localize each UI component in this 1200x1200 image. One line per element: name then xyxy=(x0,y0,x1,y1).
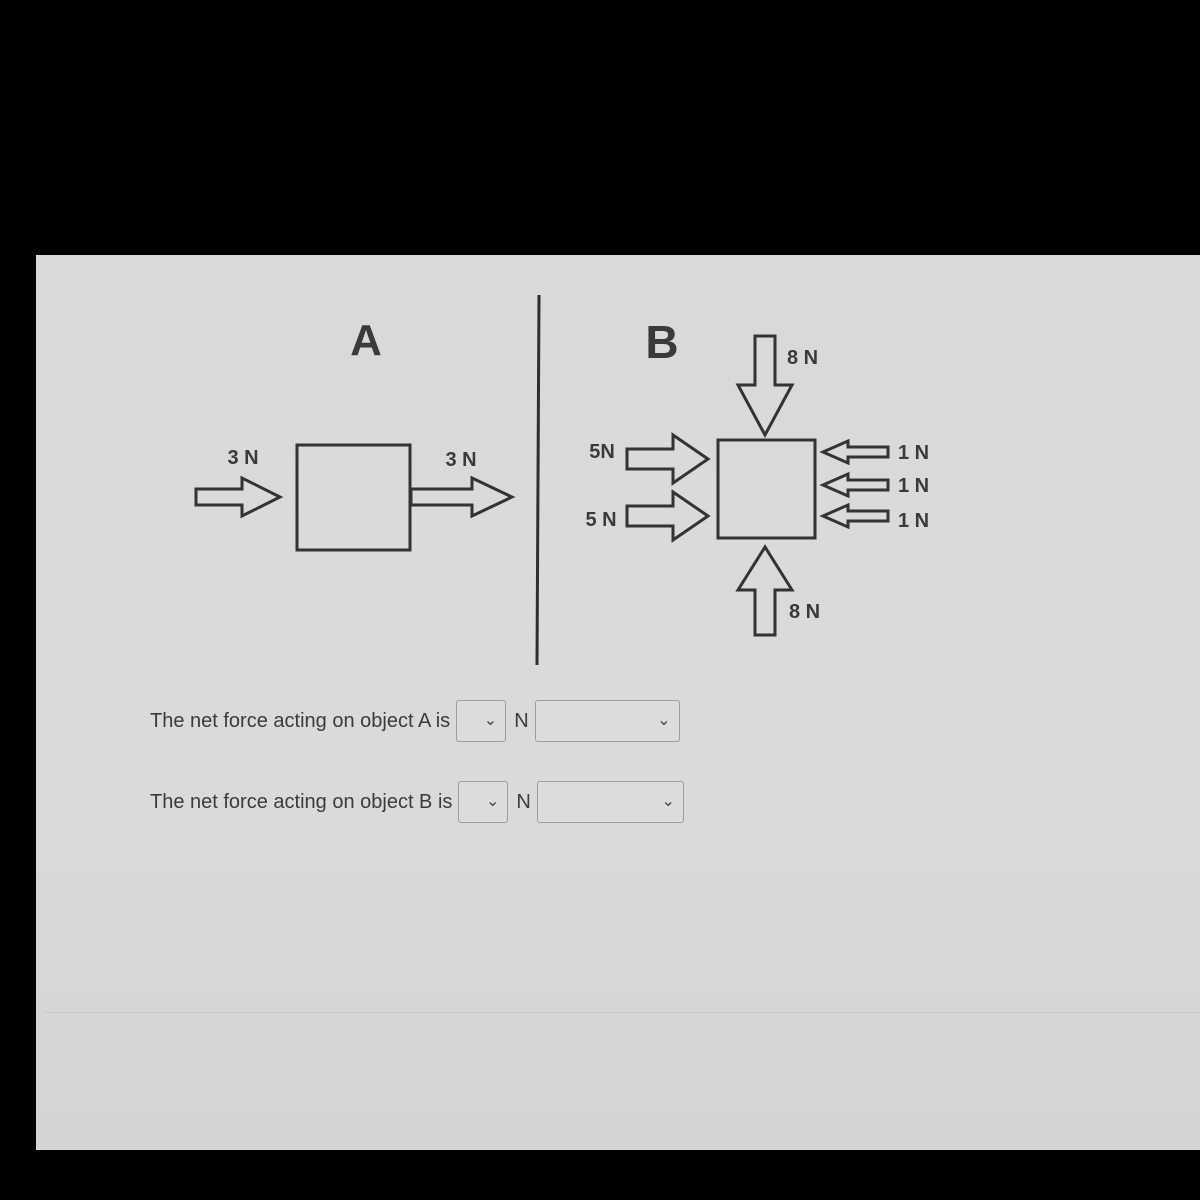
object-a-box xyxy=(295,443,412,552)
unit-label-b: N xyxy=(516,790,531,813)
arrow-b-right-2 xyxy=(819,471,890,499)
magnitude-select-a[interactable]: ⌄ xyxy=(456,700,507,742)
arrow-b-right-1 xyxy=(819,438,890,466)
object-b-label: B xyxy=(645,316,678,368)
arrow-b-bottom xyxy=(735,544,795,637)
chevron-down-icon: ⌄ xyxy=(661,793,675,810)
chevron-down-icon: ⌄ xyxy=(483,712,498,729)
unit-label-a: N xyxy=(514,709,529,732)
arrow-b-left-top xyxy=(625,432,711,486)
force-label-b-left-bottom: 5 N xyxy=(585,509,616,531)
direction-select-a[interactable]: ⌄ xyxy=(534,700,680,742)
chevron-down-icon: ⌄ xyxy=(657,712,671,729)
separator-line xyxy=(535,294,541,666)
object-b-box xyxy=(716,438,817,540)
force-label-b-left-top: 5N xyxy=(589,441,615,463)
arrow-a-left xyxy=(194,475,284,519)
force-label-b-top: 8 N xyxy=(787,347,818,369)
chevron-down-icon: ⌄ xyxy=(486,793,500,810)
question-b: The net force acting on object B is ⌄ N … xyxy=(150,781,684,823)
direction-select-b[interactable]: ⌄ xyxy=(536,781,684,823)
question-b-text: The net force acting on object B is xyxy=(150,790,453,813)
force-label-a-left: 3 N xyxy=(227,447,258,469)
force-label-a-right: 3 N xyxy=(445,449,476,471)
object-a-label: A xyxy=(350,316,382,365)
arrow-b-left-bottom xyxy=(625,489,711,543)
arrow-b-right-3 xyxy=(819,502,890,530)
question-a-text: The net force acting on object A is xyxy=(150,709,451,732)
magnitude-select-b[interactable]: ⌄ xyxy=(458,781,509,823)
force-label-b-right-2: 1 N xyxy=(898,475,929,497)
divider xyxy=(44,1012,1200,1013)
force-label-b-bottom: 8 N xyxy=(789,601,820,623)
force-label-b-right-3: 1 N xyxy=(898,510,929,532)
arrow-a-right xyxy=(409,475,516,519)
force-label-b-right-1: 1 N xyxy=(898,442,929,464)
question-a: The net force acting on object A is ⌄ N … xyxy=(150,700,680,742)
arrow-b-top xyxy=(735,334,795,439)
